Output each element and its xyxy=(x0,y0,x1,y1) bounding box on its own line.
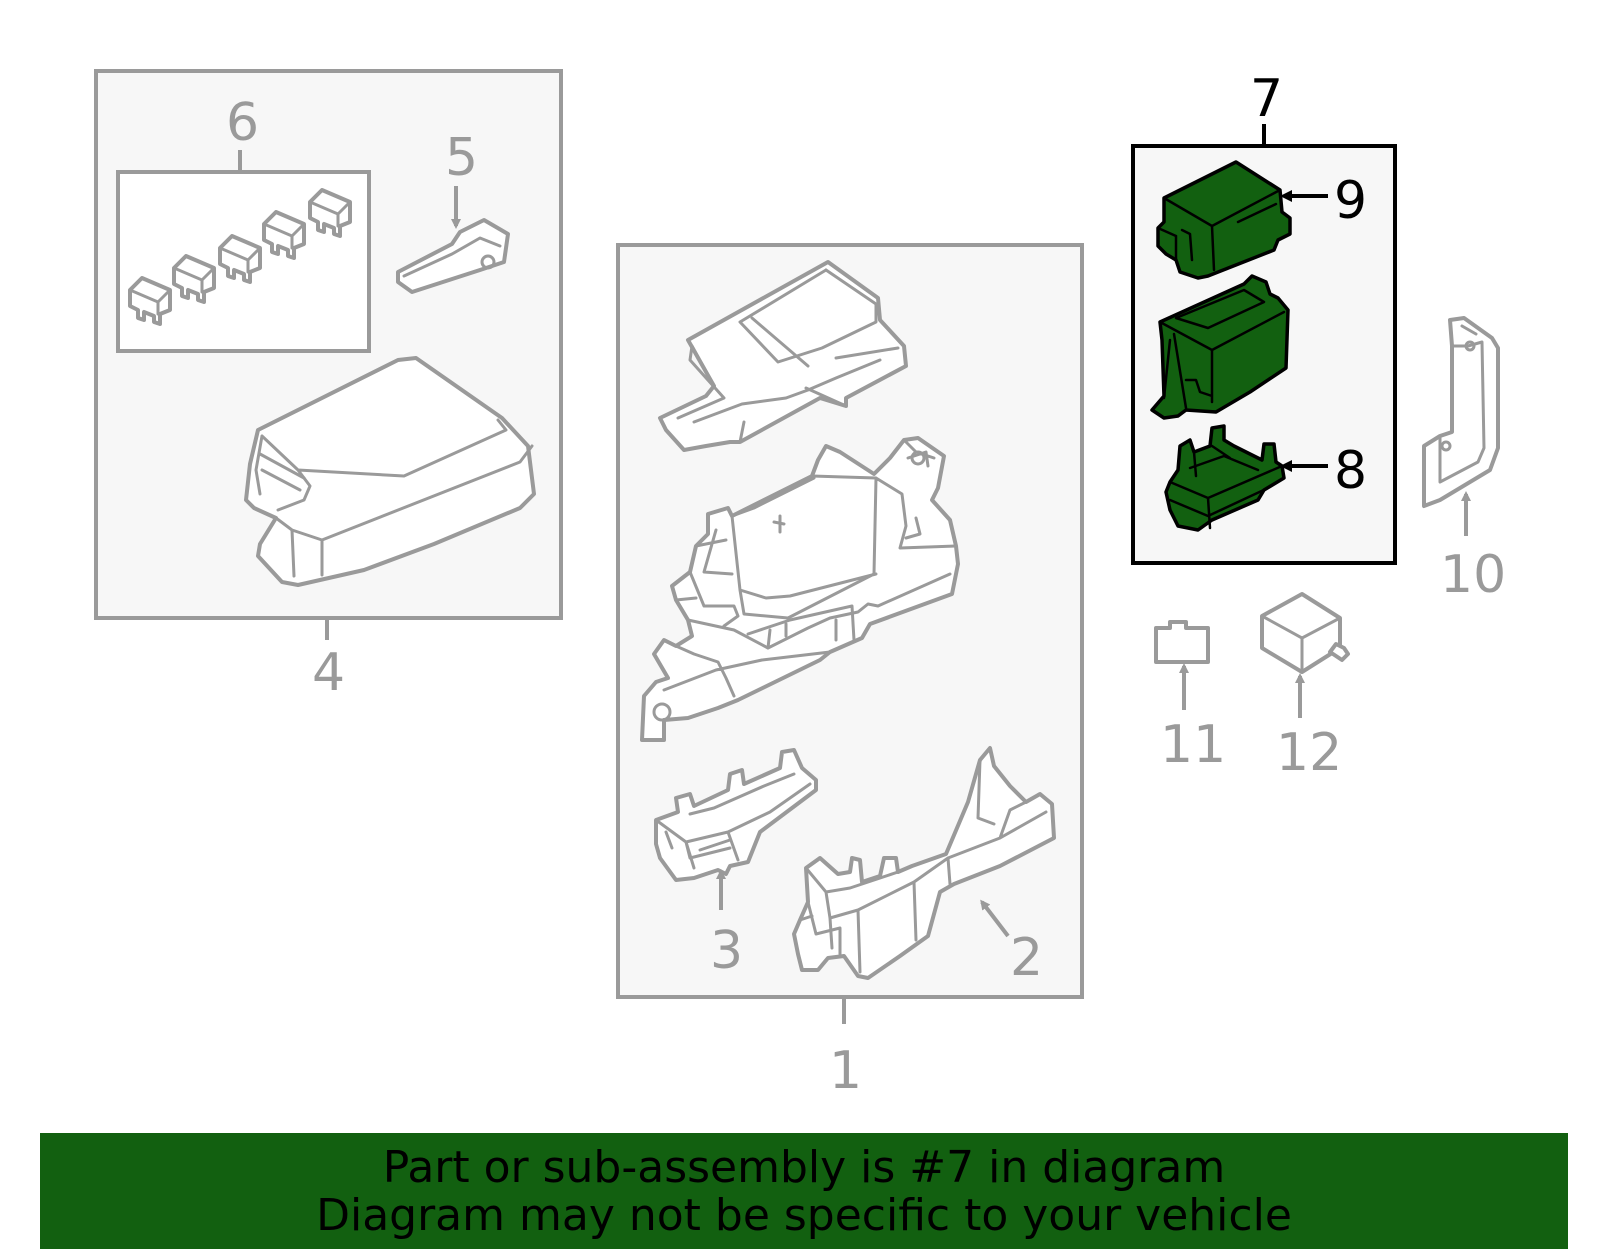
callout-1[interactable]: 1 xyxy=(829,1041,862,1101)
group-4-cover-assembly: 6 5 4 xyxy=(94,69,563,703)
callout-6[interactable]: 6 xyxy=(226,93,259,153)
callout-7[interactable]: 7 xyxy=(1250,69,1283,129)
group-1-fuse-box-assembly: 3 2 1 xyxy=(616,243,1084,1101)
fuse-part-11 xyxy=(1154,620,1210,664)
relay-housing xyxy=(1150,274,1290,420)
callout-10[interactable]: 10 xyxy=(1440,545,1506,605)
bracket-part-10 xyxy=(1422,316,1500,508)
fuse-box-lid xyxy=(658,260,908,452)
callout-5[interactable]: 5 xyxy=(445,128,478,188)
relay-base-part-8 xyxy=(1164,424,1286,532)
bracket-part-3 xyxy=(654,748,818,882)
group-7-relay-box-assembly[interactable]: 7 9 8 xyxy=(1131,69,1397,565)
callout-2[interactable]: 2 xyxy=(1010,928,1043,988)
callout-3[interactable]: 3 xyxy=(710,921,743,981)
banner-line-part-info: Part or sub-assembly is #7 in diagram xyxy=(382,1142,1226,1193)
callout-11[interactable]: 11 xyxy=(1160,715,1226,775)
callout-12[interactable]: 12 xyxy=(1276,723,1342,783)
fuse-set-part-6 xyxy=(128,188,352,326)
cover-part-4 xyxy=(244,356,536,587)
banner-line-disclaimer: Diagram may not be specific to your vehi… xyxy=(316,1190,1292,1241)
bracket-part-2 xyxy=(792,746,1056,980)
relay-cover-part-9 xyxy=(1156,160,1292,280)
callout-8[interactable]: 8 xyxy=(1334,441,1367,501)
callout-4[interactable]: 4 xyxy=(312,643,345,703)
info-banner: Part or sub-assembly is #7 in diagram Di… xyxy=(40,1133,1568,1249)
callout-9[interactable]: 9 xyxy=(1334,171,1367,231)
fuse-box-body xyxy=(640,436,960,742)
fuse-puller-part-5 xyxy=(396,218,510,294)
relay-part-12 xyxy=(1260,592,1350,674)
